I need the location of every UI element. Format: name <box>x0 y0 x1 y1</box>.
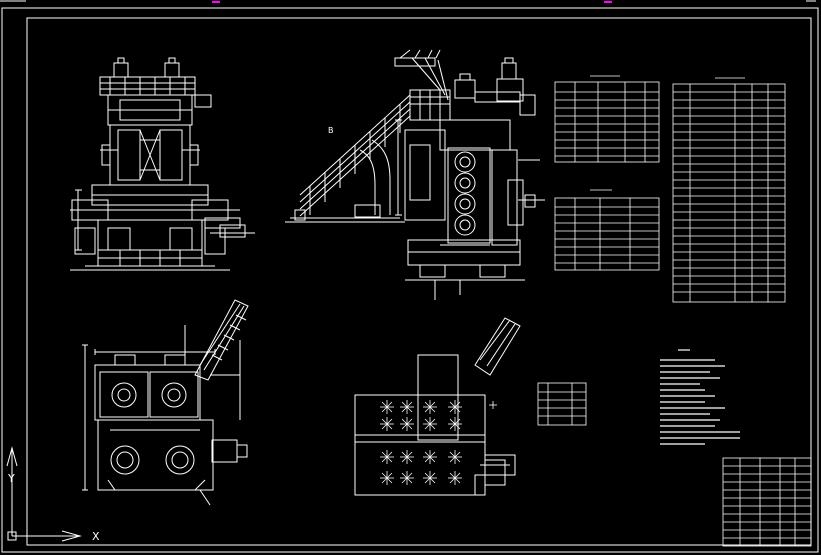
ucs-x-label: X <box>92 530 100 543</box>
side-view-assembly <box>395 57 545 300</box>
front-view-assembly <box>70 57 255 271</box>
sheet-border <box>1 7 819 553</box>
ucs-y-label: Y <box>7 472 15 485</box>
title-block <box>722 457 812 547</box>
table-2 <box>554 189 660 271</box>
table-3 <box>672 77 786 303</box>
staircase-view <box>285 49 451 223</box>
technical-notes-block <box>660 349 740 445</box>
table-1 <box>554 75 660 163</box>
anchor-bolt-grid <box>380 400 497 485</box>
top-magenta-marks <box>212 1 612 3</box>
ucs-axis-icon <box>6 446 82 542</box>
foundation-plan <box>354 317 521 496</box>
symbol-legend-table <box>537 382 587 426</box>
plan-view-assembly <box>82 299 249 506</box>
section-label-b: B <box>328 126 334 135</box>
